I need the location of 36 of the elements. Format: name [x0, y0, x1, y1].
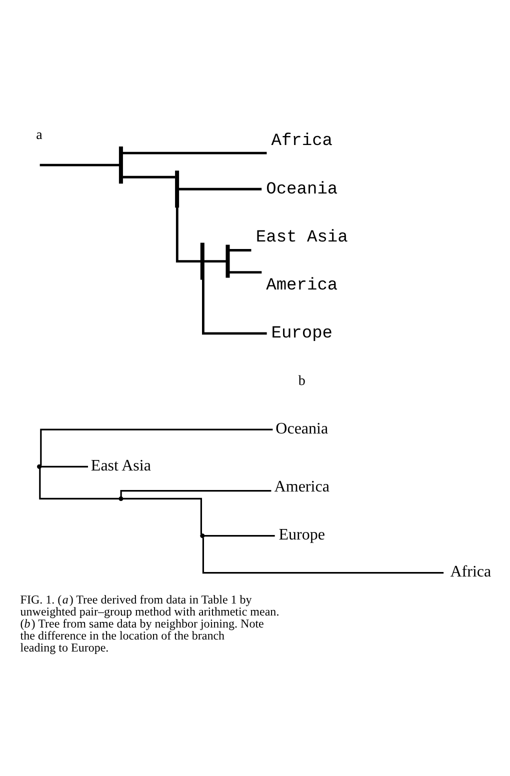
connector: [204, 260, 226, 262]
connector: [176, 207, 201, 262]
connector: [122, 152, 267, 154]
node-text: Oceania: [266, 180, 338, 200]
node-text: Europe: [271, 324, 333, 344]
connector: [120, 490, 272, 497]
label: a: [36, 128, 42, 143]
node-point: [200, 533, 205, 538]
connector: [39, 468, 119, 500]
node-bar: [200, 242, 204, 280]
connector: [178, 188, 262, 190]
connector: [41, 466, 88, 468]
connector: [122, 176, 176, 178]
node-text: Africa: [450, 564, 492, 581]
node-text: America: [274, 478, 330, 496]
node-point: [37, 464, 42, 469]
connector: [204, 534, 275, 537]
node-text: Europe: [278, 526, 326, 544]
node-text: East Asia: [90, 457, 151, 474]
node-text: America: [266, 276, 338, 296]
connector: [40, 164, 120, 166]
node-bar: [175, 170, 180, 208]
connector: [122, 498, 202, 534]
node-text: East Asia: [256, 228, 348, 248]
node-bar: [118, 146, 123, 184]
label: b: [298, 374, 306, 390]
connector: [229, 249, 252, 252]
connector: [40, 428, 273, 466]
node-text: Oceania: [276, 420, 328, 438]
connector: [229, 271, 262, 274]
connector: [202, 279, 267, 335]
node-bar: [226, 244, 230, 278]
node-text: Africa: [271, 132, 333, 152]
node-point: [118, 496, 124, 501]
connector: [202, 538, 444, 574]
caption: FIG. 1. (a) Tree derived from data in Table 1 by unweighted pair–group method with arithmetic mean. (b) Tree from same data by neighbor joining. Note the difference in the location of the branch leading to Europe.: [20, 592, 280, 655]
